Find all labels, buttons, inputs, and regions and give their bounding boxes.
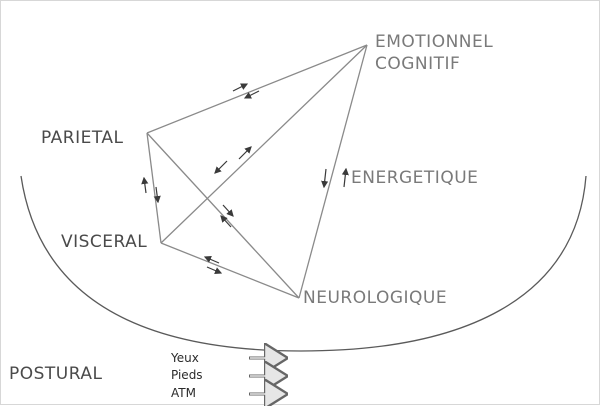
bowl-curve bbox=[20, 175, 587, 352]
edge-visceral-emotionnel bbox=[160, 44, 368, 244]
arrows-parietal-visceral bbox=[141, 176, 161, 204]
label-cognitif: COGNITIF bbox=[375, 54, 460, 74]
edge-parietal-visceral bbox=[146, 132, 162, 244]
arrows-parietal-neurologique bbox=[220, 204, 234, 228]
label-visceral: VISCERAL bbox=[61, 232, 147, 252]
edge-neurologique-emotionnel bbox=[298, 44, 368, 299]
arrows-visceral-neurologique bbox=[203, 256, 223, 274]
edge-visceral-neurologique bbox=[160, 242, 300, 299]
arrows-visceral-emotionnel bbox=[214, 146, 252, 174]
postural-item-pieds: Pieds bbox=[171, 368, 203, 382]
edge-parietal-emotionnel bbox=[146, 44, 368, 134]
label-energetique: ENERGETIQUE bbox=[351, 168, 478, 188]
postural-item-yeux: Yeux bbox=[170, 351, 199, 365]
label-postural: POSTURAL bbox=[9, 364, 103, 384]
label-emotionnel: EMOTIONNEL bbox=[375, 32, 493, 52]
arrows-neurologique-emotionnel bbox=[321, 167, 349, 189]
label-parietal: PARIETAL bbox=[41, 128, 124, 148]
arrows-parietal-emotionnel bbox=[232, 83, 260, 99]
edge-parietal-neurologique bbox=[146, 132, 300, 299]
postural-item-atm: ATM bbox=[171, 386, 196, 400]
label-neurologique: NEUROLOGIQUE bbox=[303, 288, 447, 308]
